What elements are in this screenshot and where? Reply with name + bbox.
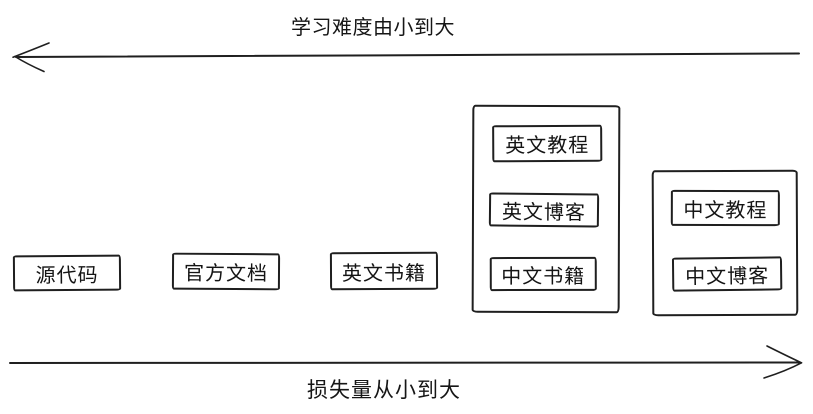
node-label: 英文博客 <box>501 199 587 224</box>
node-label: 源代码 <box>35 262 99 287</box>
node-english-blog: 英文博客 <box>488 192 600 228</box>
top-axis-label: 学习难度由小到大 <box>291 15 455 39</box>
left-arrow-icon <box>12 42 50 73</box>
node-label: 中文书籍 <box>501 263 586 288</box>
node-label: 英文教程 <box>505 132 590 158</box>
top-axis-arrow <box>12 42 800 73</box>
node-chinese-books: 中文书籍 <box>489 256 597 292</box>
node-label: 官方文档 <box>183 260 269 286</box>
node-english-books: 英文书籍 <box>329 251 439 291</box>
node-chinese-tutorial: 中文教程 <box>670 189 780 227</box>
node-english-tutorial: 英文教程 <box>492 124 603 163</box>
right-arrow-icon <box>763 345 803 379</box>
group-box-2: 中文教程 中文博客 <box>651 169 799 317</box>
node-official-docs: 官方文档 <box>171 252 281 291</box>
node-chinese-blog: 中文博客 <box>671 256 783 292</box>
node-source-code: 源代码 <box>12 254 122 292</box>
node-label: 中文博客 <box>685 263 770 288</box>
bottom-axis-label: 损失量从小到大 <box>307 378 461 402</box>
node-label: 中文教程 <box>683 197 768 222</box>
node-label: 英文书籍 <box>341 260 427 285</box>
group-box-1: 英文教程 英文博客 中文书籍 <box>471 104 621 314</box>
